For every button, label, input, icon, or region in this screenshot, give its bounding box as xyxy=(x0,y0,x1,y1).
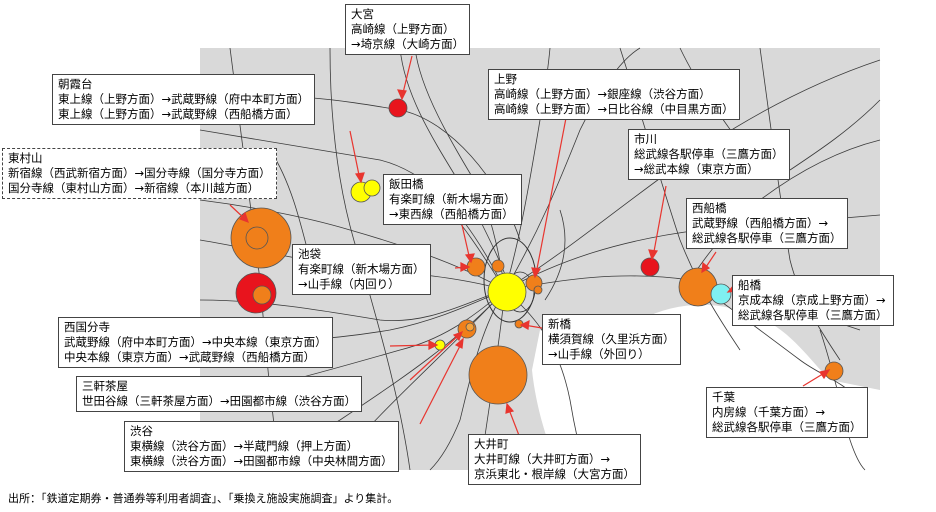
transfer-line: 総武線各駅停車（三鷹方面） xyxy=(692,231,842,245)
transfer-line: 東横線（渋谷方面）→半蔵門線（押上方面） xyxy=(130,439,359,453)
transfer-line: 横須賀線（久里浜方面） xyxy=(548,332,675,346)
transfer-line: 武蔵野線（西船橋方面）→ xyxy=(692,216,829,230)
station-name: 飯田橋 xyxy=(389,177,424,191)
marker-omiya xyxy=(388,98,408,118)
station-name: 市川 xyxy=(634,132,657,146)
transfer-line: →総武本線（東京方面） xyxy=(634,162,759,176)
transfer-line: 高崎線（上野方面） xyxy=(351,22,455,36)
transfer-line: →山手線（内回り） xyxy=(298,277,400,291)
transfer-line: 東横線（渋谷方面）→田園都市線（中央林間方面） xyxy=(130,454,393,468)
transfer-line: 東上線（上野方面）→武蔵野線（府中本町方面） xyxy=(58,92,310,106)
label-oimachi: 大井町 大井町線（大井町方面）→ 京浜東北・根岸線（大宮方面） xyxy=(468,434,641,485)
label-shibuya: 渋谷 東横線（渋谷方面）→半蔵門線（押上方面） 東横線（渋谷方面）→田園都市線（… xyxy=(124,421,399,472)
label-shimbashi: 新橋 横須賀線（久里浜方面） →山手線（外回り） xyxy=(542,314,681,365)
label-omiya: 大宮 高崎線（上野方面） →埼京線（大崎方面） xyxy=(345,4,471,55)
transfer-line: 中央本線（東京方面）→武蔵野線（西船橋方面） xyxy=(64,350,316,364)
label-iidabashi: 飯田橋 有楽町線（新木場方面） →東西線（西船橋方面） xyxy=(383,174,522,225)
marker-ueno-1 xyxy=(491,259,505,273)
marker-higashimurayama xyxy=(230,207,292,269)
marker-oimachi xyxy=(468,345,528,405)
station-name: 三軒茶屋 xyxy=(82,379,128,393)
station-name: 大井町 xyxy=(474,437,509,451)
label-funabashi: 船橋 京成本線（京成上野方面）→ 総武線各駅停車（三鷹方面） xyxy=(732,275,894,326)
transfer-line: →埼京線（大崎方面） xyxy=(351,37,465,51)
label-chiba: 千葉 内房線（千葉方面）→ 総武線各駅停車（三鷹方面） xyxy=(706,387,868,438)
station-name: 新橋 xyxy=(548,317,571,331)
transfer-line: 総武線各駅停車（三鷹方面） xyxy=(634,147,784,161)
station-name: 船橋 xyxy=(738,278,761,292)
transfer-line: 東上線（上野方面）→武蔵野線（西船橋方面） xyxy=(58,107,298,121)
transfer-line: 内房線（千葉方面）→ xyxy=(712,405,826,419)
transfer-line: 京浜東北・根岸線（大宮方面） xyxy=(474,467,635,481)
marker-shibuya-inner xyxy=(465,322,475,332)
transfer-line: 大井町線（大井町方面）→ xyxy=(474,452,611,466)
transfer-line: 京成本線（京成上野方面）→ xyxy=(738,293,886,307)
transfer-line: 有楽町線（新木場方面） xyxy=(298,262,425,276)
transfer-line: 高崎線（上野方面）→銀座線（渋谷方面） xyxy=(494,87,711,101)
station-name: 大宮 xyxy=(351,7,374,21)
transfer-line: 国分寺線（東村山方面）→新宿線（本川越方面） xyxy=(8,181,260,195)
label-nishikokubunji: 西国分寺 武蔵野線（府中本町方面）→中央本線（東京方面） 中央本線（東京方面）→… xyxy=(58,317,333,368)
station-name: 朝霞台 xyxy=(58,77,93,91)
station-name: 渋谷 xyxy=(130,424,153,438)
marker-nishifunabashi xyxy=(678,267,718,307)
transfer-line: 新宿線（西武新宿方面）→国分寺線（国分寺方面） xyxy=(8,166,271,180)
station-name: 東村山 xyxy=(8,151,43,165)
transfer-line: 有楽町線（新木場方面） xyxy=(389,192,516,206)
transfer-line: 総武線各駅停車（三鷹方面） xyxy=(738,308,888,322)
transfer-line: 世田谷線（三軒茶屋方面）→田園都市線（渋谷方面） xyxy=(82,394,357,408)
transfer-line: 武蔵野線（府中本町方面）→中央本線（東京方面） xyxy=(64,335,327,349)
label-sangenjaya: 三軒茶屋 世田谷線（三軒茶屋方面）→田園都市線（渋谷方面） xyxy=(76,376,363,412)
station-markers xyxy=(230,98,844,405)
marker-higashimurayama-inner xyxy=(245,226,269,250)
station-name: 西船橋 xyxy=(692,201,727,215)
transfer-line: 総武線各駅停車（三鷹方面） xyxy=(712,420,862,434)
label-ichikawa: 市川 総武線各駅停車（三鷹方面） →総武本線（東京方面） xyxy=(628,129,790,180)
label-higashimurayama: 東村山 新宿線（西武新宿方面）→国分寺線（国分寺方面） 国分寺線（東村山方面）→… xyxy=(2,148,277,199)
transfer-line: →東西線（西船橋方面） xyxy=(389,207,514,221)
marker-ichikawa xyxy=(640,257,660,277)
label-ueno: 上野 高崎線（上野方面）→銀座線（渋谷方面） 高崎線（上野方面）→日比谷線（中目… xyxy=(488,69,740,120)
marker-iidabashi xyxy=(533,285,543,295)
transfer-line: 高崎線（上野方面）→日比谷線（中目黒方面） xyxy=(494,102,734,116)
transfer-line: →山手線（外回り） xyxy=(548,347,650,361)
station-name: 上野 xyxy=(494,72,517,86)
marker-nishikokubunji-inner xyxy=(252,285,272,305)
label-asakadai: 朝霞台 東上線（上野方面）→武蔵野線（府中本町方面） 東上線（上野方面）→武蔵野… xyxy=(52,74,316,125)
label-nishifunabashi: 西船橋 武蔵野線（西船橋方面）→ 総武線各駅停車（三鷹方面） xyxy=(686,198,848,249)
label-ikebukuro: 池袋 有楽町線（新木場方面） →山手線（内回り） xyxy=(292,244,431,295)
marker-asakadai-2 xyxy=(363,179,381,197)
station-name: 千葉 xyxy=(712,390,735,404)
marker-tokyo xyxy=(487,272,527,312)
station-name: 池袋 xyxy=(298,247,321,261)
station-name: 西国分寺 xyxy=(64,320,110,334)
marker-funabashi xyxy=(710,283,732,305)
source-note: 出所：「鉄道定期券・普通券等利用者調査」、「乗換え施設実施調査」より集計。 xyxy=(8,492,399,505)
